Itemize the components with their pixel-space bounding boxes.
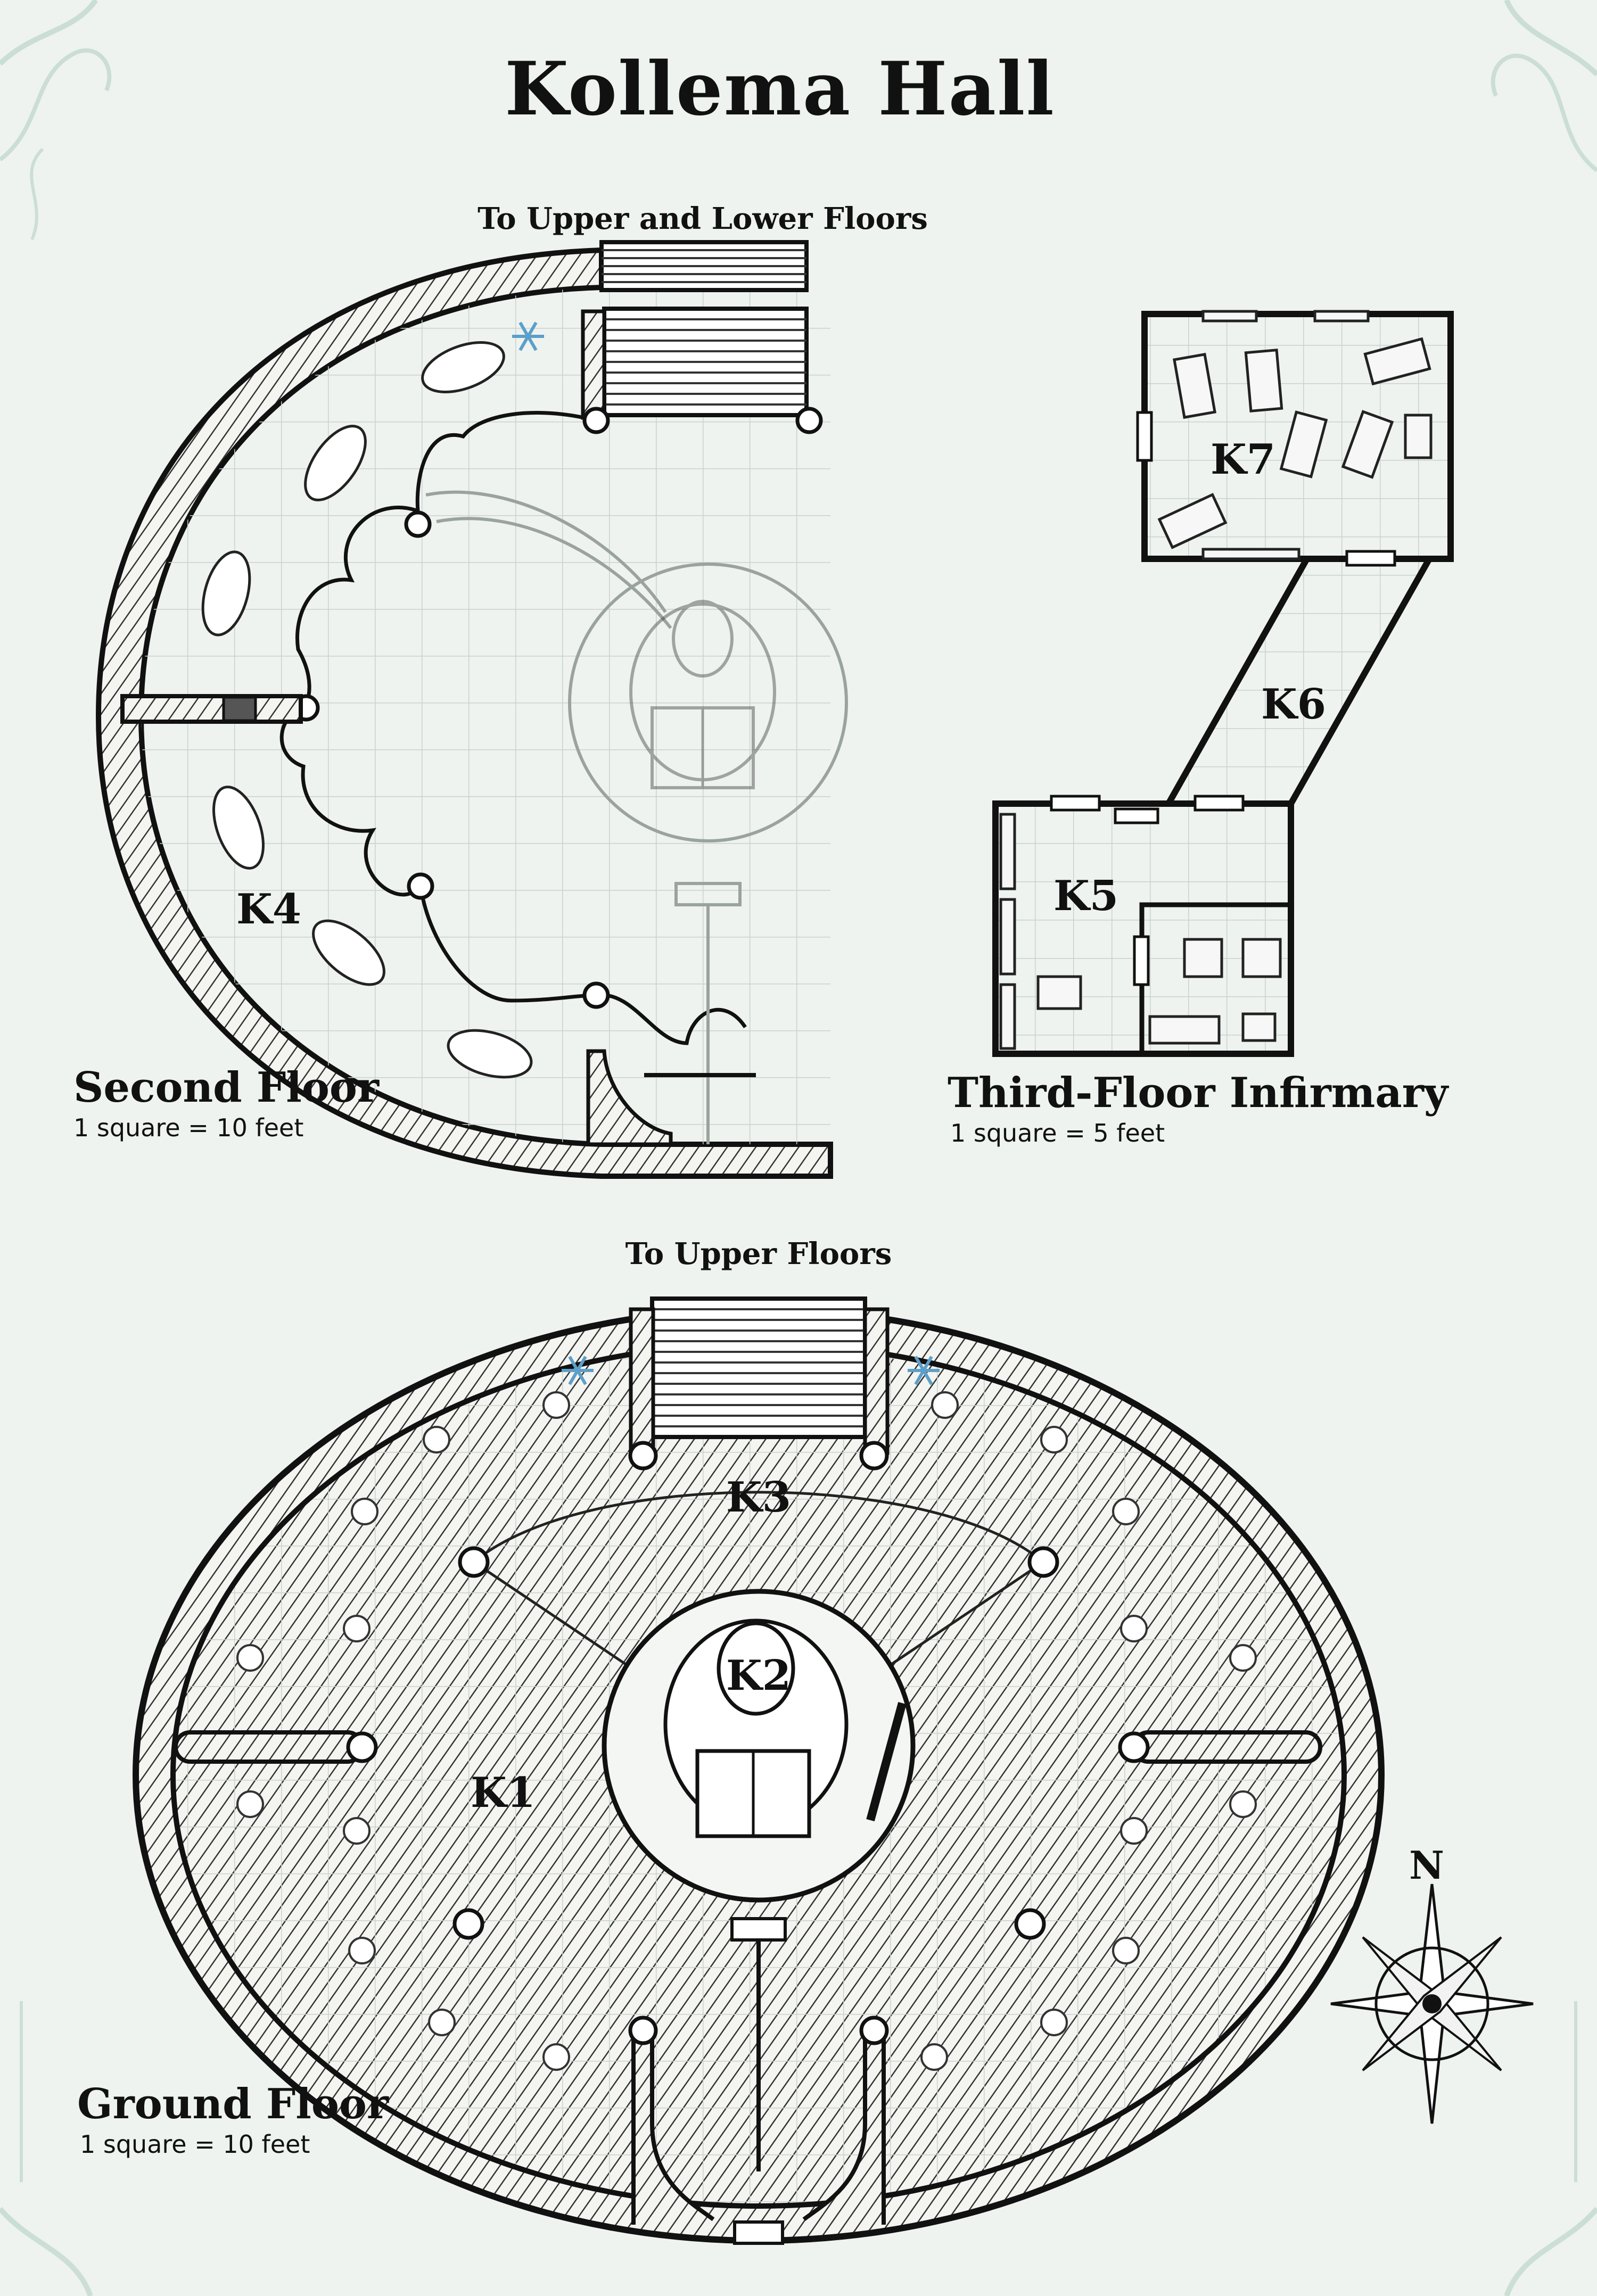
compass-north-label: N	[1409, 1843, 1444, 1888]
bed	[1241, 1012, 1277, 1042]
table	[1040, 2009, 1068, 2036]
bed	[1148, 1015, 1221, 1045]
table	[201, 550, 251, 637]
bed	[1036, 975, 1082, 1010]
third-floor-name: Third-Floor Infirmary	[948, 1069, 1450, 1117]
table	[542, 2043, 570, 2071]
k3-edge	[888, 1560, 1044, 1667]
bed	[1172, 352, 1217, 419]
banquet-tables	[201, 341, 533, 1079]
bed	[1341, 410, 1394, 479]
corner-ornament-top-right	[1491, 0, 1597, 172]
bed	[1363, 337, 1431, 386]
second-floor-map: To Upper and Lower Floors	[73, 201, 928, 1179]
room-label-k5: K5	[1053, 872, 1118, 920]
table	[1120, 1615, 1148, 1642]
compass-rose-icon: N	[1330, 1843, 1534, 2124]
room-label-k7: K7	[1211, 435, 1275, 484]
snowflake-icon	[562, 1356, 594, 1385]
table	[1120, 1817, 1148, 1845]
second-floor-scale: 1 square = 10 feet	[73, 1113, 303, 1142]
table	[542, 1391, 570, 1419]
third-floor-map: K7 K6 K5 Third-Floor Infirmary 1 square …	[948, 310, 1454, 1147]
bed	[1201, 548, 1300, 560]
room-label-k2: K2	[726, 1651, 791, 1700]
table	[920, 2043, 948, 2071]
room-label-k4: K4	[236, 885, 301, 934]
infirmary-beds	[999, 310, 1433, 1050]
corner-ornament-top-left	[0, 0, 112, 241]
room-label-k6: K6	[1261, 680, 1326, 729]
table	[343, 1817, 371, 1845]
ground-floor-name: Ground Floor	[77, 2080, 389, 2128]
table	[212, 786, 265, 870]
table	[428, 2009, 456, 2036]
bed	[1279, 410, 1328, 478]
ground-floor-scale: 1 square = 10 feet	[80, 2130, 310, 2159]
table	[1040, 1426, 1068, 1453]
bed	[1404, 414, 1433, 459]
table	[931, 1391, 959, 1419]
statue-icon	[663, 1618, 907, 1838]
k3-edge	[473, 1560, 629, 1667]
stairs-note-upper: To Upper Floors	[625, 1236, 892, 1271]
table	[236, 1644, 264, 1672]
snowflake-icon	[908, 1356, 940, 1385]
ground-floor-pillars	[346, 1441, 1150, 2045]
table	[343, 1615, 371, 1642]
second-floor-stairs[interactable]	[581, 240, 809, 420]
stairs-note-upper-lower: To Upper and Lower Floors	[478, 201, 928, 236]
bed	[1183, 938, 1223, 978]
bed	[1241, 938, 1282, 978]
table	[421, 341, 505, 393]
second-floor-divider-wall	[120, 694, 303, 724]
table	[1112, 1937, 1140, 1964]
bed	[1157, 493, 1228, 549]
room-label-k1: K1	[471, 1769, 536, 1817]
corner-ornament-bottom-left	[0, 2001, 93, 2296]
bed	[999, 813, 1016, 890]
second-floor-door[interactable]	[222, 696, 257, 722]
ground-floor-stairs[interactable]	[629, 1296, 890, 1455]
table	[351, 1498, 378, 1525]
k3-arc	[473, 1491, 1044, 1563]
bed	[1244, 348, 1283, 413]
table	[304, 425, 367, 501]
table	[348, 1937, 376, 1964]
bed	[999, 983, 1016, 1050]
snowflake-icon	[512, 321, 544, 351]
table	[1112, 1498, 1140, 1525]
infirmary-doors[interactable]	[1050, 411, 1396, 986]
room-label-k3: K3	[726, 1473, 791, 1522]
atrium-void	[425, 490, 848, 1144]
table	[423, 1426, 450, 1453]
second-floor-south-wall	[586, 1049, 673, 1146]
bed	[1313, 310, 1370, 323]
round-tables	[236, 1391, 1257, 2071]
map-title: Kollema Hall	[505, 45, 1055, 132]
third-floor-scale: 1 square = 5 feet	[950, 1119, 1165, 1147]
table	[312, 919, 385, 986]
table	[1229, 1790, 1257, 1818]
bed	[1201, 310, 1258, 323]
statue-icon	[629, 600, 776, 789]
table	[236, 1790, 264, 1818]
ground-floor-map: To Upper Floors	[77, 1236, 1385, 2245]
corner-ornament-bottom-right	[1504, 2001, 1597, 2296]
bed	[999, 898, 1016, 976]
table	[1229, 1644, 1257, 1672]
table	[447, 1029, 533, 1079]
second-floor-name: Second Floor	[73, 1063, 380, 1112]
